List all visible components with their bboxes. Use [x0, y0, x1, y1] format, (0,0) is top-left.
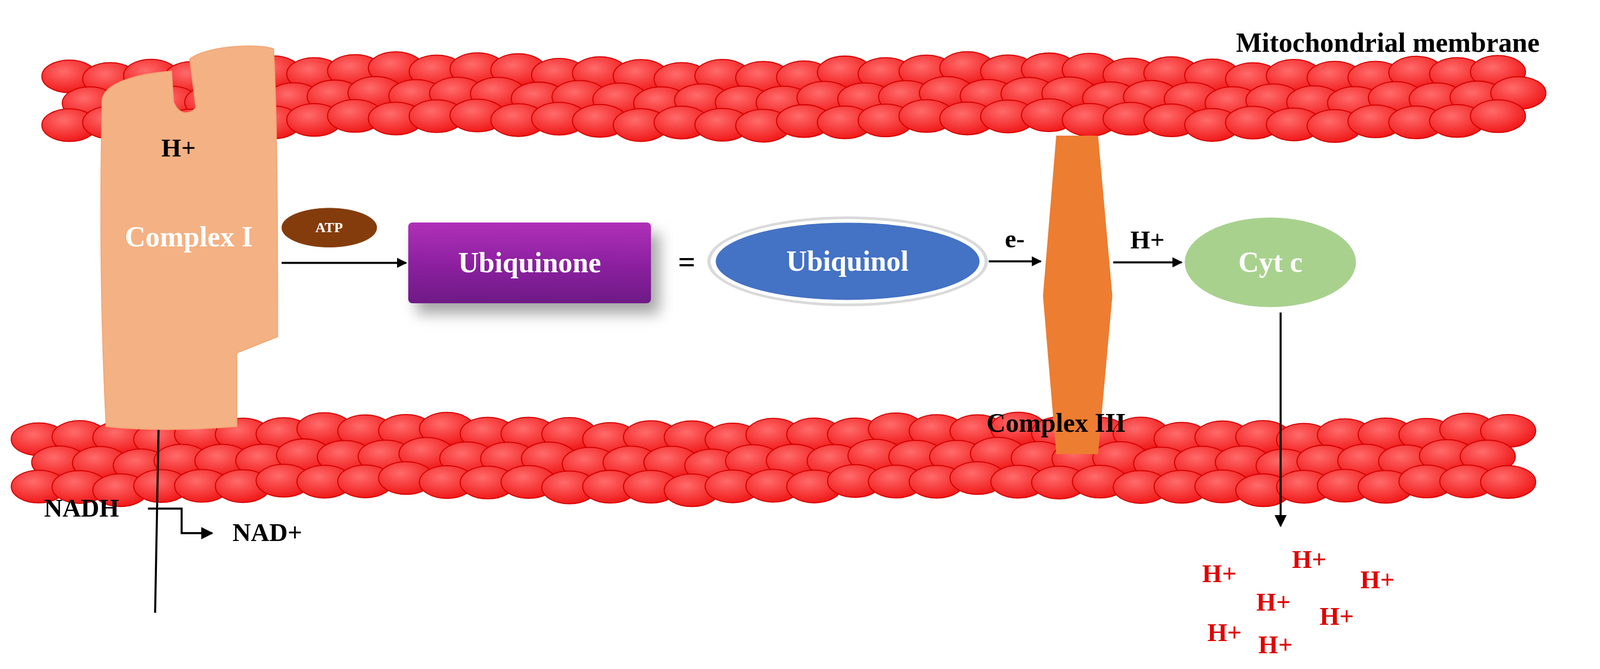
proton-label: H+ [1258, 630, 1293, 659]
proton-release-arrow [1279, 312, 1282, 526]
flow-arrow [1113, 260, 1182, 264]
membrane-bottom [11, 411, 1536, 507]
proton-label: H+ [1207, 618, 1243, 647]
node-label: Complex III [986, 408, 1126, 437]
ellipse-fill [1184, 217, 1357, 308]
node-label: Ubiquinone [458, 247, 601, 278]
membrane-title: Mitochondrial membrane [1235, 27, 1540, 59]
nadh-arrow [147, 508, 213, 533]
complex-one: Complex I [96, 45, 281, 429]
white-ring [710, 218, 985, 304]
node-label: Ubiquinol [786, 246, 909, 277]
complex-one-body [101, 46, 278, 430]
node-label: ATP [315, 219, 343, 236]
nad-label: NAD+ [232, 518, 303, 547]
proton-label: H+ [1202, 559, 1237, 588]
complex-three-body [1042, 135, 1113, 454]
ellipse-fill [715, 222, 979, 300]
complex-three: Complex III [1042, 135, 1113, 454]
node-label: Complex I [120, 221, 257, 252]
cytochrome-c: Cyt c [1183, 216, 1358, 309]
equilibrium-sign: = [677, 245, 696, 279]
flow-arrow [281, 261, 407, 264]
outer-ring [707, 216, 989, 307]
edge-label: e- [1004, 224, 1025, 253]
proton-label: H+ [1360, 565, 1395, 594]
atp-molecule: ATP [280, 207, 378, 248]
complex-three-outline [1042, 135, 1113, 454]
proton-label: H+ [1256, 588, 1291, 616]
edge-label: H+ [1130, 225, 1165, 254]
ubiquinone-box: Ubiquinone [408, 222, 651, 304]
proton-label: H+ [1319, 602, 1355, 631]
ubiquinol-ellipse: Ubiquinol [707, 216, 989, 307]
lipid-head [1470, 100, 1526, 133]
flow-arrow [988, 259, 1041, 263]
nadh-label: NADH [44, 494, 120, 522]
proton-label: H+ [1291, 545, 1327, 574]
lipid-head [1480, 465, 1537, 499]
node-label: Cyt c [1238, 247, 1303, 278]
ellipse-fill [281, 207, 378, 248]
